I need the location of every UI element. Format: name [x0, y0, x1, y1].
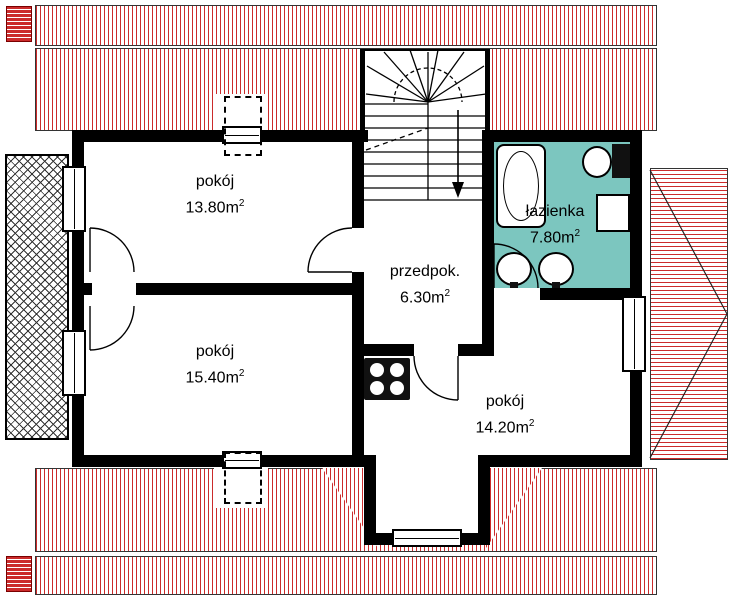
skylight-bottom-dashed	[224, 452, 262, 504]
bathroom-cabinet-icon	[596, 194, 630, 232]
roof-right-hip	[650, 168, 728, 460]
wall-bay-right	[478, 455, 490, 545]
wall-bathroom-bottom	[540, 288, 642, 300]
sink-left-icon	[496, 252, 532, 286]
room-label-pokoj-1: pokój 13.80m2	[150, 172, 280, 218]
toilet-bowl-icon	[582, 146, 612, 178]
roof-band-top-upper	[35, 5, 657, 46]
chimney-bottom-left	[6, 556, 32, 592]
room-label-lazienka: łazienka 7.80m2	[494, 202, 616, 248]
stove-burner-icon	[390, 363, 404, 377]
wall-rooms-divider	[136, 283, 352, 295]
wall-opening-stairs	[368, 130, 484, 142]
wall-hall-left-upper	[352, 142, 364, 228]
stove-burner-icon	[370, 381, 384, 395]
room-area: 7.80m2	[529, 228, 581, 247]
room-area: 13.80m2	[185, 198, 245, 217]
room-name: przedpok.	[389, 263, 461, 280]
room-name: pokój	[485, 393, 525, 410]
chimney-top-left	[6, 6, 32, 42]
sink-left-tap-icon	[510, 282, 518, 288]
roof-notch-skylight	[214, 468, 268, 508]
wall-rooms-divider-stub	[84, 283, 92, 295]
stairwell-notch	[360, 49, 490, 131]
room-label-pokoj-2: pokój 15.40m2	[150, 342, 280, 388]
sink-right-tap-icon	[552, 282, 560, 288]
wall-bathroom-left	[482, 130, 494, 356]
window-left-lower	[62, 330, 86, 396]
wall-hall-bottom-right	[458, 344, 482, 356]
stove-icon	[364, 358, 410, 400]
room-name: pokój	[195, 173, 235, 190]
room-area: 6.30m2	[399, 288, 451, 307]
balcony	[5, 154, 69, 440]
skylight-top-dashed	[224, 96, 262, 156]
window-right	[622, 296, 646, 372]
room-area: 14.20m2	[475, 418, 535, 437]
wall-hall-bottom-left	[364, 344, 414, 356]
room-name: pokój	[195, 343, 235, 360]
wall-bay-left	[364, 455, 376, 545]
roof-band-top-lower	[35, 48, 657, 131]
bathtub-basin-icon	[503, 151, 539, 221]
stove-burner-icon	[390, 381, 404, 395]
wall-hall-left-lower	[352, 272, 364, 455]
window-left-upper	[62, 166, 86, 232]
stove-burner-icon	[370, 363, 384, 377]
wall-exterior-top	[72, 130, 642, 142]
wall-exterior-bottom-right	[478, 455, 642, 467]
room-name: łazienka	[525, 203, 585, 220]
window-bay	[392, 529, 462, 547]
room-label-pokoj-3: pokój 14.20m2	[438, 392, 572, 438]
room-label-przedpok: przedpok. 6.30m2	[358, 262, 492, 308]
toilet-tank-icon	[612, 144, 630, 178]
roof-band-bottom-lower	[35, 556, 657, 595]
room-area: 15.40m2	[185, 368, 245, 387]
sink-right-icon	[538, 252, 574, 286]
